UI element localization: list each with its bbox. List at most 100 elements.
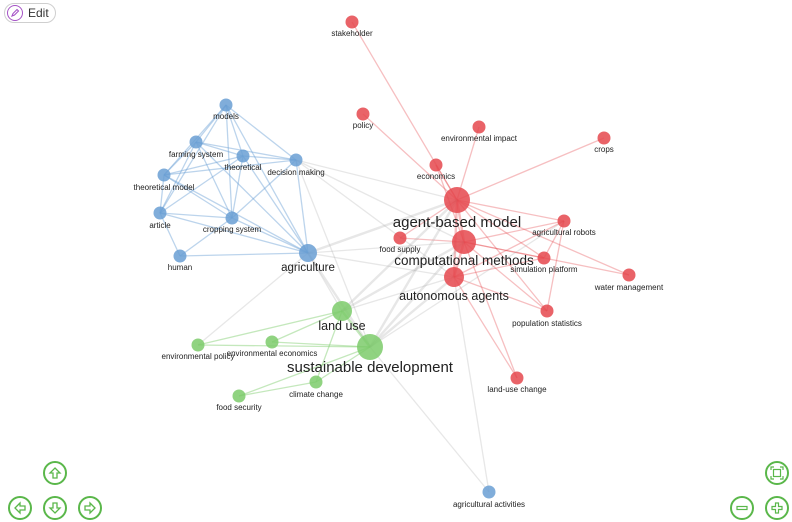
label-water-management: water management <box>594 283 664 292</box>
node-food-supply[interactable] <box>393 231 407 245</box>
arrow-down-icon <box>48 502 62 514</box>
edge-land-use-climate-change <box>315 310 343 383</box>
edge-models-farming-system <box>195 104 227 143</box>
edge-decision-making-agent-based-model <box>295 159 458 201</box>
edge-agriculture-autonomous-agents <box>307 252 455 278</box>
node-theoretical[interactable] <box>236 149 250 163</box>
edge-land-use-environmental-policy <box>197 310 343 346</box>
arrow-right-icon <box>84 501 96 515</box>
edge-agriculture-sustainable-development <box>306 252 372 348</box>
edge-farming-system-article <box>159 141 197 214</box>
edge-sustainable-development-autonomous-agents <box>369 276 455 348</box>
zoom-fit-button[interactable] <box>765 461 789 485</box>
label-farming-system: farming system <box>169 150 224 159</box>
node-environmental-impact[interactable] <box>472 120 486 134</box>
edge-farming-system-theoretical-model <box>163 141 197 176</box>
edge-layer <box>159 21 630 493</box>
node-agriculture[interactable] <box>299 244 317 262</box>
node-simulation-platform[interactable] <box>537 251 551 265</box>
edge-decision-making-autonomous-agents <box>295 159 455 278</box>
node-food-security[interactable] <box>232 389 246 403</box>
edge-theoretical-theoretical-model <box>163 155 244 176</box>
node-economics[interactable] <box>429 158 443 172</box>
node-decision-making[interactable] <box>289 153 303 167</box>
edge-article-cropping-system <box>159 212 233 219</box>
pan-right-button[interactable] <box>78 496 102 520</box>
edge-crops-agent-based-model <box>456 137 605 201</box>
label-land-use: land use <box>318 319 365 333</box>
node-human[interactable] <box>173 249 187 263</box>
zoom-in-button[interactable] <box>765 496 789 520</box>
edge-land-use-agent-based-model <box>341 199 458 312</box>
edge-agriculture-computational-methods <box>307 241 465 254</box>
label-cropping-system: cropping system <box>203 225 262 234</box>
edge-theoretical-cropping-system <box>231 155 244 219</box>
node-agricultural-activities[interactable] <box>482 485 496 499</box>
edge-sustainable-development-agricultural-robots <box>369 220 565 348</box>
pan-down-button[interactable] <box>43 496 67 520</box>
node-climate-change[interactable] <box>309 375 323 389</box>
label-food-security: food security <box>216 403 261 412</box>
edge-computational-methods-land-use-change <box>463 241 518 379</box>
edge-decision-making-sustainable-development <box>295 159 371 348</box>
edge-sustainable-development-agent-based-model <box>368 199 459 348</box>
node-environmental-economics[interactable] <box>265 335 279 349</box>
node-environmental-policy[interactable] <box>191 338 205 352</box>
edge-agricultural-robots-simulation-platform <box>543 220 565 259</box>
node-theoretical-model[interactable] <box>157 168 171 182</box>
minus-icon <box>736 505 748 511</box>
edge-autonomous-agents-simulation-platform <box>453 257 545 278</box>
label-theoretical: theoretical <box>225 163 262 172</box>
node-cropping-system[interactable] <box>225 211 239 225</box>
node-farming-system[interactable] <box>189 135 203 149</box>
edge-cropping-system-agriculture <box>231 217 309 254</box>
node-policy[interactable] <box>356 107 370 121</box>
fit-to-screen-icon <box>770 466 784 480</box>
node-land-use[interactable] <box>332 301 352 321</box>
edge-land-use-environmental-economics <box>271 310 343 343</box>
label-environmental-impact: environmental impact <box>441 134 518 143</box>
edge-models-decision-making <box>225 104 297 161</box>
edge-models-article <box>159 104 227 214</box>
label-sustainable-development: sustainable development <box>287 359 454 376</box>
node-agent-based-model[interactable] <box>444 187 470 213</box>
node-layer <box>153 15 636 499</box>
edge-computational-methods-agricultural-robots <box>463 220 565 243</box>
edge-agriculture-land-use <box>307 252 343 312</box>
pan-up-button[interactable] <box>43 461 67 485</box>
node-computational-methods[interactable] <box>452 230 476 254</box>
node-water-management[interactable] <box>622 268 636 282</box>
edge-theoretical-agriculture <box>242 155 309 254</box>
label-policy: policy <box>353 121 373 130</box>
node-land-use-change[interactable] <box>510 371 524 385</box>
edit-button[interactable]: Edit <box>4 3 56 23</box>
node-crops[interactable] <box>597 131 611 145</box>
edge-article-human <box>159 212 181 257</box>
label-human: human <box>168 263 192 272</box>
edge-agricultural-robots-population-statistics <box>546 220 565 312</box>
node-autonomous-agents[interactable] <box>444 267 464 287</box>
edge-decision-making-agriculture <box>295 159 309 254</box>
label-stakeholder: stakeholder <box>331 29 373 38</box>
node-article[interactable] <box>153 206 167 220</box>
edit-label: Edit <box>28 6 49 20</box>
edge-theoretical-decision-making <box>242 155 297 161</box>
node-sustainable-development[interactable] <box>357 334 383 360</box>
label-simulation-platform: simulation platform <box>510 265 577 274</box>
label-land-use-change: land-use change <box>487 385 547 394</box>
edge-sustainable-development-food-security <box>238 346 371 397</box>
pan-left-button[interactable] <box>8 496 32 520</box>
edge-sustainable-development-environmental-economics <box>271 341 371 348</box>
label-economics: economics <box>417 172 455 181</box>
edge-climate-change-food-security <box>238 381 317 397</box>
label-crops: crops <box>594 145 614 154</box>
node-stakeholder[interactable] <box>345 15 359 29</box>
node-models[interactable] <box>219 98 233 112</box>
label-autonomous-agents: autonomous agents <box>399 289 509 303</box>
node-population-statistics[interactable] <box>540 304 554 318</box>
edge-sustainable-development-environmental-policy <box>197 344 371 348</box>
edge-agent-based-model-agricultural-robots <box>456 199 565 222</box>
node-agricultural-robots[interactable] <box>557 214 571 228</box>
zoom-out-button[interactable] <box>730 496 754 520</box>
